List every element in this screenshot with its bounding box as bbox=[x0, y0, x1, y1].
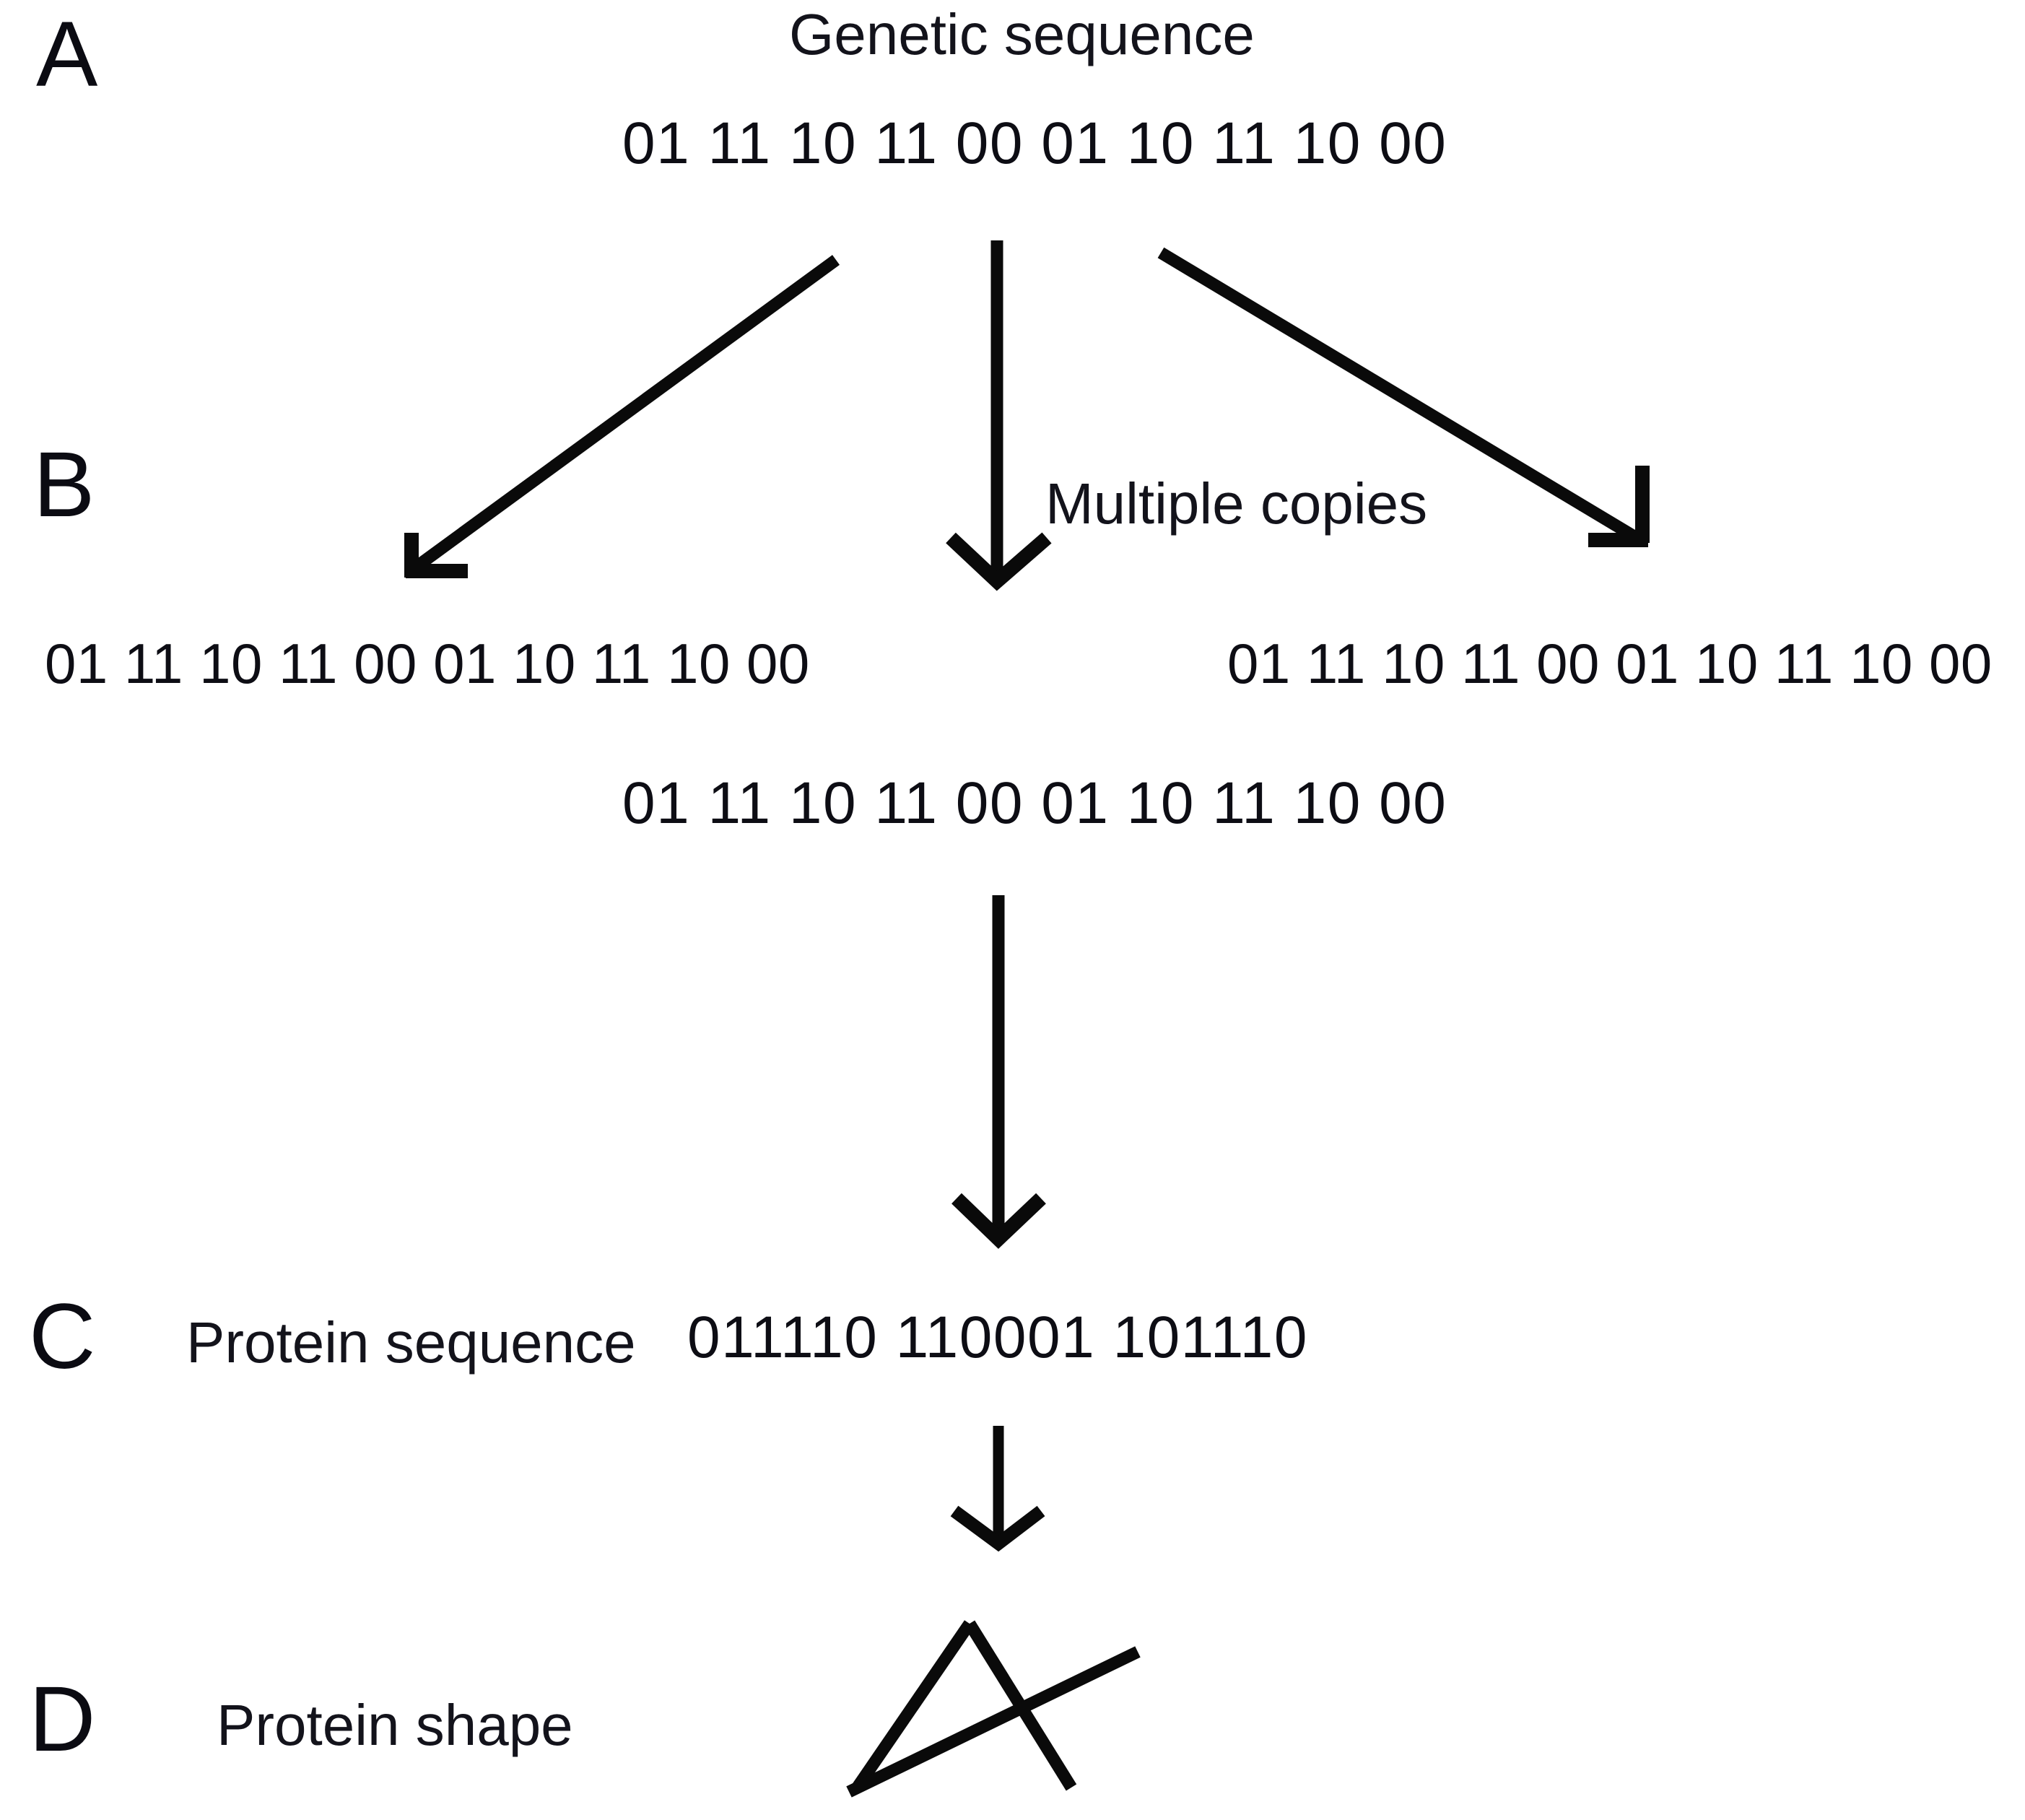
arrow-down-icon-small bbox=[950, 1426, 1045, 1552]
arrow-down-icon-center-mid bbox=[951, 895, 1046, 1249]
protein-sequence-label: Protein sequence bbox=[186, 1310, 636, 1375]
arrow-down-icon-center-top bbox=[946, 240, 1052, 591]
panel-b-sequence-left: 01 11 10 11 00 01 10 11 10 00 bbox=[45, 632, 810, 695]
arrow-down-right-icon bbox=[1157, 247, 1650, 547]
panel-letter-c: C bbox=[29, 1285, 96, 1388]
panel-letter-b: B bbox=[33, 433, 95, 536]
panel-b-sequence-right: 01 11 10 11 00 01 10 11 10 00 bbox=[1227, 632, 1993, 695]
genetic-sequence-title: Genetic sequence bbox=[789, 2, 1255, 66]
panel-c-sequence: 011110 110001 101110 bbox=[687, 1305, 1308, 1370]
arrow-down-left-icon bbox=[404, 255, 840, 578]
protein-shape-label: Protein shape bbox=[217, 1693, 573, 1757]
panel-letter-d: D bbox=[29, 1668, 96, 1771]
protein-shape-icon bbox=[846, 1620, 1141, 1798]
multiple-copies-label: Multiple copies bbox=[1045, 471, 1428, 536]
panel-letter-a: A bbox=[36, 3, 98, 106]
panel-a-sequence: 01 11 10 11 00 01 10 11 10 00 bbox=[622, 110, 1447, 176]
panel-b-sequence-center: 01 11 10 11 00 01 10 11 10 00 bbox=[622, 770, 1447, 836]
